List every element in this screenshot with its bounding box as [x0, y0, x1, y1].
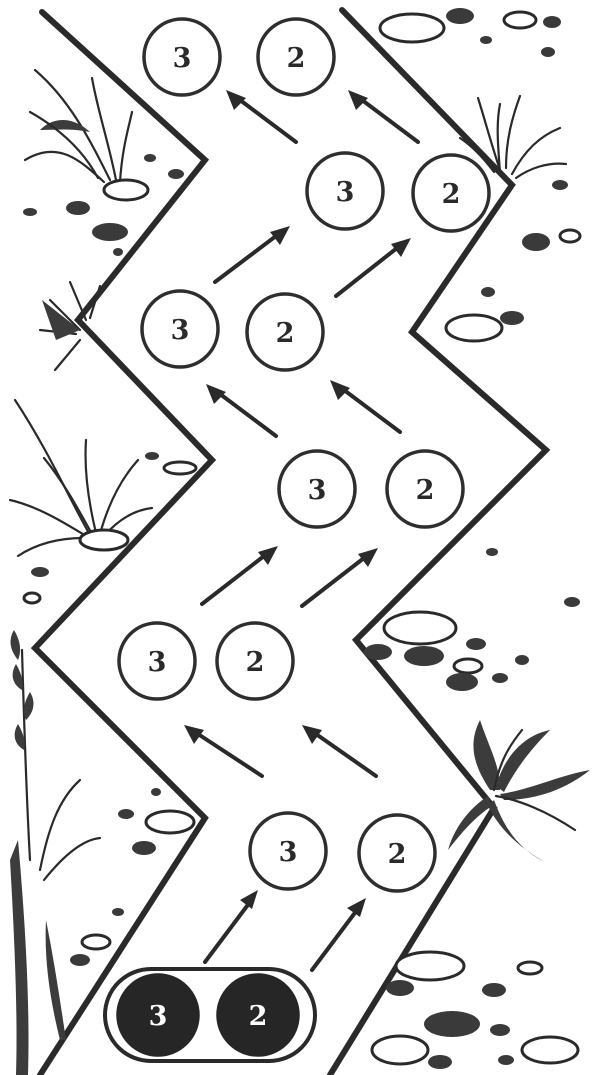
circle-right: 2	[217, 623, 293, 699]
arrow-up-left-icon	[226, 90, 296, 142]
arrow-up-right-icon	[312, 898, 366, 970]
grass-icon	[10, 400, 152, 556]
circle-left: 3	[142, 291, 218, 367]
rock-icon	[396, 952, 464, 980]
circle-number: 3	[148, 647, 167, 678]
bush-icon	[448, 720, 590, 862]
arrow-up-left-icon	[206, 384, 276, 436]
arrow-up-left-icon	[302, 725, 376, 776]
pebble-icon	[364, 644, 392, 660]
circle-number: 3	[308, 475, 327, 506]
pebble-icon	[564, 597, 580, 607]
arrow-up-right-icon	[336, 238, 411, 296]
pebble-icon	[92, 223, 128, 241]
pebble-icon	[66, 201, 90, 215]
circle-number: 3	[279, 837, 298, 868]
pebble-icon	[482, 983, 506, 997]
circle-left: 3	[250, 813, 326, 889]
pebble-icon	[522, 233, 550, 251]
pebble-icon	[424, 1011, 480, 1037]
pebble-icon	[428, 1055, 452, 1069]
start-number-left: 3	[149, 1001, 168, 1032]
rock-icon	[146, 811, 194, 833]
arrow-up-right-icon	[215, 226, 290, 282]
circle-right: 2	[359, 815, 435, 891]
pebble-icon	[404, 646, 444, 666]
pebble-icon	[144, 154, 156, 162]
pebble-icon	[486, 548, 498, 556]
fern-icon	[40, 282, 100, 370]
pebble-icon	[145, 452, 159, 460]
pebble-icon	[446, 8, 474, 24]
circle-number: 2	[388, 839, 407, 870]
rock-icon	[82, 935, 110, 949]
pebble-icon	[480, 36, 492, 44]
circle-left: 3	[144, 19, 220, 95]
circle-number: 2	[276, 318, 295, 349]
circle-number: 3	[173, 43, 192, 74]
pebble-icon	[113, 248, 123, 256]
pebble-icon	[112, 908, 124, 916]
rock-icon	[504, 12, 536, 28]
pebble-icon	[481, 287, 495, 297]
circle-right: 2	[247, 294, 323, 370]
rock-icon	[518, 962, 542, 974]
rock-icon	[372, 1036, 428, 1064]
circle-number: 2	[442, 179, 461, 210]
start-pill: 3 2	[105, 969, 315, 1061]
pebble-icon	[446, 673, 478, 691]
circle-number: 2	[416, 475, 435, 506]
circle-number: 2	[287, 43, 306, 74]
pebble-icon	[515, 655, 529, 665]
pebble-icon	[70, 954, 90, 966]
decorations	[10, 8, 590, 1075]
pebble-icon	[500, 311, 524, 325]
pebble-icon	[168, 169, 184, 179]
rock-icon	[454, 659, 482, 673]
start-number-right: 2	[249, 1001, 268, 1032]
circle-number: 2	[246, 647, 265, 678]
grass-icon	[25, 70, 132, 182]
arrow-up-left-icon	[184, 725, 262, 776]
circle-number: 3	[336, 177, 355, 208]
arrow-up-right-icon	[202, 546, 278, 604]
circle-left: 3	[307, 153, 383, 229]
rock-icon	[446, 315, 502, 341]
rock-icon	[80, 530, 128, 550]
circle-right: 2	[258, 19, 334, 95]
pebble-icon	[151, 788, 161, 796]
pebble-icon	[466, 638, 486, 650]
pebble-icon	[31, 567, 49, 577]
pebble-icon	[492, 673, 508, 683]
pebble-icon	[552, 180, 568, 190]
circle-right: 2	[413, 155, 489, 231]
pebble-icon	[541, 47, 555, 57]
pebble-icon	[543, 16, 561, 28]
rock-icon	[24, 593, 40, 603]
circle-left: 3	[119, 623, 195, 699]
pebble-icon	[23, 208, 37, 216]
pebble-icon	[490, 1024, 510, 1036]
pebble-icon	[498, 1055, 514, 1065]
pebble-icon	[132, 841, 156, 855]
pebble-icon	[386, 980, 414, 996]
rock-icon	[104, 180, 148, 200]
arrow-up-left-icon	[348, 90, 418, 142]
rock-icon	[164, 462, 196, 474]
circle-number: 3	[171, 315, 190, 346]
rock-icon	[380, 14, 444, 42]
rock-icon	[522, 1037, 578, 1063]
pebble-icon	[118, 809, 134, 819]
rock-icon	[384, 612, 456, 644]
circle-right: 2	[387, 451, 463, 527]
circle-left: 3	[279, 451, 355, 527]
arrow-up-right-icon	[205, 890, 258, 962]
arrow-up-right-icon	[302, 548, 378, 606]
rock-icon	[560, 230, 580, 242]
arrow-up-left-icon	[330, 380, 400, 432]
